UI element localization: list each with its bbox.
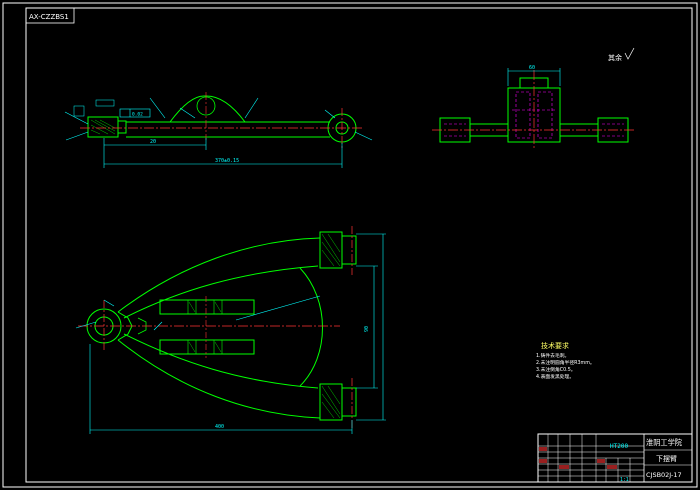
title-block-scale: 1:1 xyxy=(620,477,629,483)
tech-requirement-2: 2.未注明圆角半径R3mm。 xyxy=(536,359,595,366)
tolerance-value: 0.02 xyxy=(132,112,143,118)
main-view-upper-outer-edge xyxy=(117,237,321,313)
main-view-cross-curve xyxy=(299,267,323,387)
title-block-material: HT200 xyxy=(610,443,628,450)
main-view-lower-slot xyxy=(159,339,255,355)
drawing-code-text: AX-CZZBS1 xyxy=(29,13,69,21)
title-block-school: 淮阴工学院 xyxy=(646,438,682,447)
tech-requirement-1: 1.铸件去毛刺。 xyxy=(536,352,569,359)
title-block-drawing-number: CJSB02J-17 xyxy=(646,471,682,479)
main-view-dim-height: 90 xyxy=(364,326,370,332)
main-view-dim-length: 400 xyxy=(215,424,224,430)
side-view: 60 xyxy=(432,65,636,150)
tech-requirement-4: 4.表面发黑处理。 xyxy=(536,373,574,380)
drawing-code-box: AX-CZZBS1 xyxy=(25,7,75,24)
main-view-lower-outer-edge xyxy=(117,339,321,419)
top-view: 20 370±0.15 0.02 xyxy=(64,92,373,168)
side-view-dim-width: 60 xyxy=(529,65,535,71)
top-view-dim-long: 370±0.15 xyxy=(215,158,239,164)
main-view: 400 90 xyxy=(75,226,386,434)
tech-requirements: 技术要求 1.铸件去毛刺。 2.未注明圆角半径R3mm。 3.未注倒角C0.5。… xyxy=(536,341,595,380)
tech-requirements-title: 技术要求 xyxy=(541,341,569,350)
main-view-upper-inner-edge xyxy=(123,265,319,319)
roughness-text: 其余 xyxy=(608,53,622,62)
roughness-mark: 其余 xyxy=(608,47,635,62)
title-block-part-name: 下摆臂 xyxy=(656,454,677,463)
title-block: HT200 淮阴工学院 下摆臂 CJSB02J-17 1:1 xyxy=(537,433,693,483)
main-view-upper-slot xyxy=(159,299,255,315)
inner-frame xyxy=(25,7,693,483)
top-view-dim-short: 20 xyxy=(150,139,156,145)
tech-requirement-3: 3.未注倒角C0.5。 xyxy=(536,366,576,373)
main-view-lower-inner-edge xyxy=(123,333,319,389)
tolerance-frame xyxy=(119,108,151,118)
